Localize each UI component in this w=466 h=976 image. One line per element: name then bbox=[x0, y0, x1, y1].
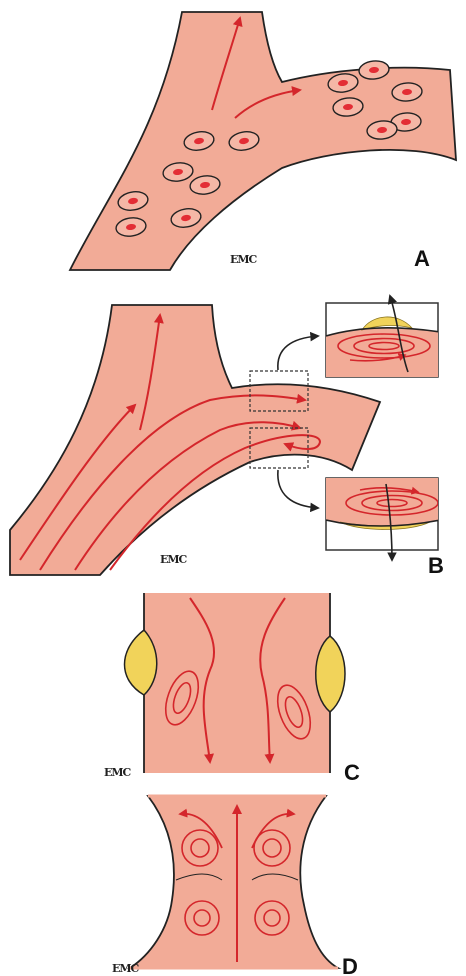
panel-b: EMC B bbox=[10, 296, 444, 578]
bifurcated-vessel bbox=[10, 305, 380, 575]
panel-a: EMC A bbox=[70, 12, 456, 271]
emc-logo: EMC bbox=[230, 253, 258, 266]
callout-arrow-icon bbox=[278, 470, 318, 508]
emc-logo: EMC bbox=[160, 553, 188, 566]
panel-c: EMC C bbox=[104, 593, 360, 785]
panel-d: EMC D bbox=[112, 796, 358, 976]
inset-lower-wall bbox=[326, 478, 440, 560]
panel-letter-a: A bbox=[414, 246, 430, 271]
emc-logo: EMC bbox=[112, 962, 140, 975]
straight-vessel bbox=[144, 593, 330, 773]
emc-logo: EMC bbox=[104, 766, 132, 779]
panel-letter-d: D bbox=[342, 954, 358, 976]
inset-upper-wall bbox=[326, 296, 440, 380]
dilated-vessel bbox=[130, 796, 338, 968]
panel-letter-c: C bbox=[344, 760, 360, 785]
panel-letter-b: B bbox=[428, 553, 444, 578]
callout-arrow-icon bbox=[278, 336, 318, 370]
